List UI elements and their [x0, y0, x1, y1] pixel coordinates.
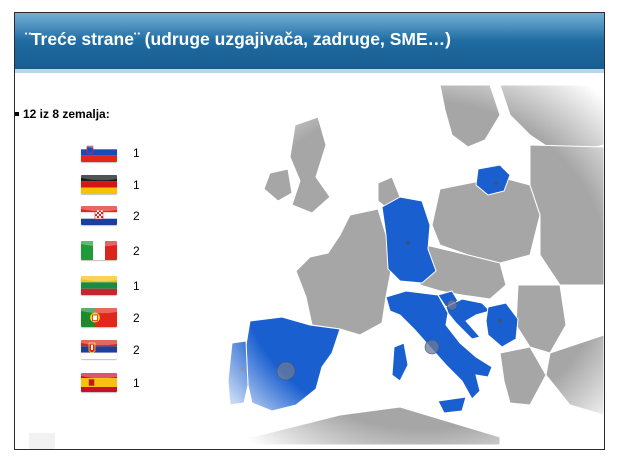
- bullet-heading: 12 iz 8 zemalja:: [15, 107, 110, 121]
- germany-flag-icon: [81, 175, 117, 194]
- croatia-flag-icon: [81, 206, 117, 225]
- country-count: 1: [133, 146, 140, 160]
- portugal-flag-icon: [81, 308, 117, 327]
- country-count: 2: [133, 244, 140, 258]
- presentation-slide: ¨Treće strane¨ (udruge uzgajivača, zadru…: [14, 12, 605, 450]
- bullet-marker: [15, 112, 19, 116]
- slovenia-flag-icon: [81, 143, 117, 162]
- header-glow: [15, 13, 604, 39]
- country-count: 1: [133, 376, 140, 390]
- country-count: 1: [133, 279, 140, 293]
- country-count: 2: [133, 209, 140, 223]
- slide-title: ¨Treće strane¨ (udruge uzgajivača, zadru…: [25, 29, 451, 49]
- bullet-text: 12 iz 8 zemalja:: [23, 107, 110, 121]
- lithuania-flag-icon: [81, 276, 117, 295]
- italy-flag-icon: [81, 241, 117, 260]
- country-count: 2: [133, 311, 140, 325]
- slide-header: ¨Treće strane¨ (udruge uzgajivača, zadru…: [15, 13, 604, 73]
- serbia-flag-icon: [81, 340, 117, 359]
- europe-map: [200, 85, 604, 445]
- spain-flag-icon: [81, 373, 117, 392]
- footer-placeholder: [29, 433, 55, 449]
- country-count: 2: [133, 343, 140, 357]
- country-count: 1: [133, 178, 140, 192]
